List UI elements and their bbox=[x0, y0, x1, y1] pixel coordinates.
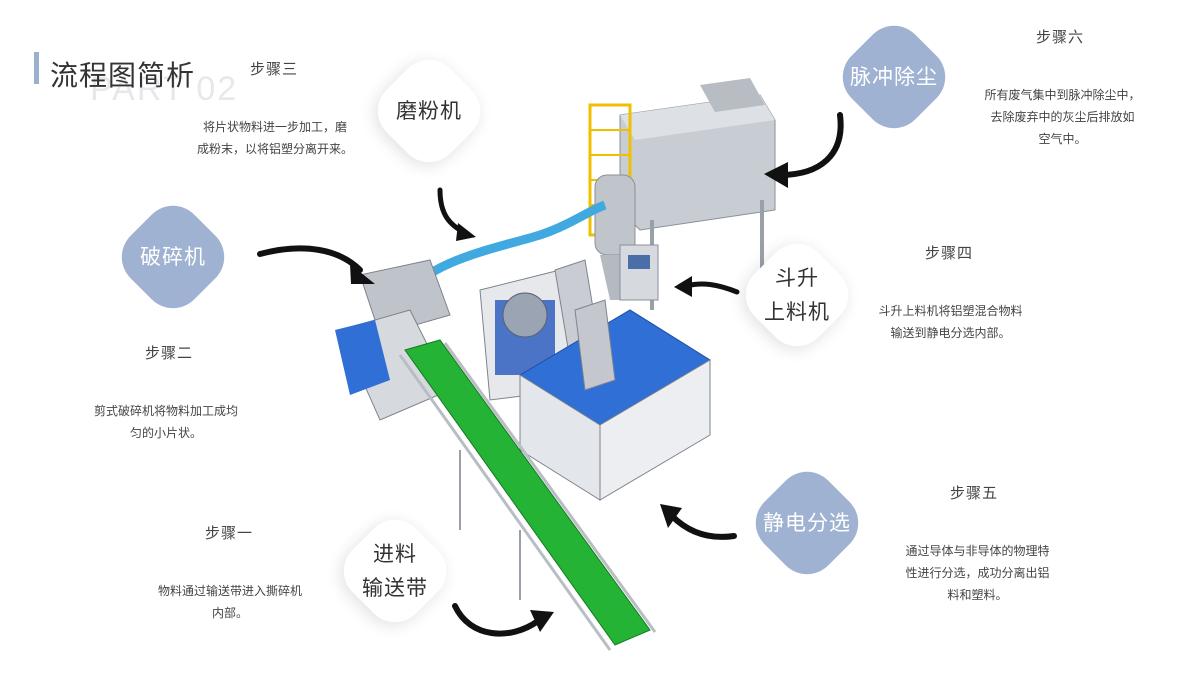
step-6-description: 所有废气集中到脉冲除尘中， 去除废弃中的灰尘后排放如 空气中。 bbox=[965, 84, 1160, 150]
step-5-desc-line-1: 通过导体与非导体的物理特 bbox=[905, 544, 1050, 558]
step-1-desc-line-1: 物料通过输送带进入撕碎机 bbox=[157, 584, 302, 598]
step-4-desc-line-1: 斗升上料机将铝塑混合物料 bbox=[878, 304, 1023, 318]
step-5-description: 通过导体与非导体的物理特 性进行分选，成功分离出铝 料和塑料。 bbox=[885, 540, 1070, 606]
step-2-badge-label: 破碎机 bbox=[140, 245, 206, 269]
step-6-title: 步骤六 bbox=[1036, 28, 1085, 46]
step-2-arrow bbox=[257, 245, 375, 284]
step-4-arrow bbox=[674, 276, 740, 297]
step-4-badge-label: 斗升 上料机 bbox=[764, 266, 830, 324]
title-accent-bar bbox=[34, 52, 39, 84]
step-3-badge-label: 磨粉机 bbox=[396, 99, 462, 123]
step-1-description: 物料通过输送带进入撕碎机 内部。 bbox=[140, 580, 320, 624]
step-1-badge: 进料 输送带 bbox=[331, 507, 459, 635]
step-6-arrow bbox=[764, 112, 844, 188]
step-6-desc-line-3: 空气中。 bbox=[1038, 132, 1087, 146]
step-6-desc-line-1: 所有废气集中到脉冲除尘中， bbox=[984, 88, 1141, 102]
step-3-desc-line-1: 将片状物料进一步加工，磨 bbox=[202, 120, 347, 134]
step-2-badge: 破碎机 bbox=[109, 193, 237, 321]
step-2-desc-line-1: 剪式破碎机将物料加工成均 bbox=[93, 404, 238, 418]
page-title: 流程图简析 bbox=[50, 59, 196, 92]
step-3-arrow bbox=[437, 187, 476, 241]
step-6-desc-line-2: 去除废弃中的灰尘后排放如 bbox=[990, 110, 1135, 124]
step-1-arrow bbox=[452, 603, 554, 637]
step-3-title: 步骤三 bbox=[250, 60, 299, 78]
step-5-title: 步骤五 bbox=[950, 484, 999, 502]
step-4-badge: 斗升 上料机 bbox=[733, 231, 861, 359]
step-5-arrow bbox=[660, 504, 737, 540]
step-5-badge: 静电分选 bbox=[743, 459, 871, 587]
step-3-description: 将片状物料进一步加工，磨 成粉末，以将铝塑分离开来。 bbox=[180, 116, 370, 160]
step-6-badge: 脉冲除尘 bbox=[830, 13, 958, 141]
step-4-description: 斗升上料机将铝塑混合物料 输送到静电分选内部。 bbox=[858, 300, 1043, 344]
step-5-desc-line-3: 料和塑料。 bbox=[947, 588, 1008, 602]
step-2-desc-line-2: 匀的小片状。 bbox=[129, 426, 202, 440]
step-5-desc-line-2: 性进行分选，成功分离出铝 bbox=[905, 566, 1050, 580]
step-1-desc-line-2: 内部。 bbox=[211, 606, 248, 620]
step-2-description: 剪式破碎机将物料加工成均 匀的小片状。 bbox=[76, 400, 256, 444]
step-3-desc-line-2: 成粉末，以将铝塑分离开来。 bbox=[196, 142, 353, 156]
step-3-badge: 磨粉机 bbox=[365, 47, 493, 175]
step-6-badge-label: 脉冲除尘 bbox=[850, 65, 938, 89]
step-2-title: 步骤二 bbox=[145, 344, 194, 362]
step-1-title: 步骤一 bbox=[205, 524, 254, 542]
step-5-badge-label: 静电分选 bbox=[763, 511, 851, 535]
step-1-badge-label: 进料 输送带 bbox=[362, 542, 428, 600]
step-4-desc-line-2: 输送到静电分选内部。 bbox=[890, 326, 1011, 340]
recycling-machine-illustration bbox=[335, 78, 776, 651]
step-4-title: 步骤四 bbox=[925, 244, 974, 262]
